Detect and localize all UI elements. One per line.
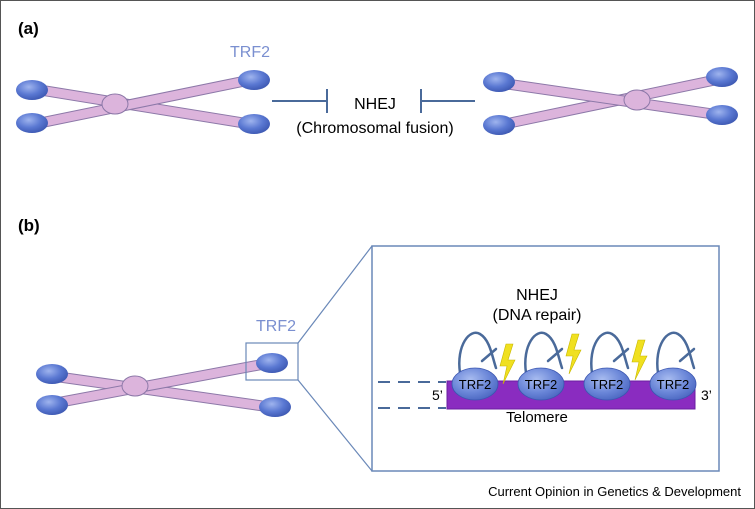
telomere-cap <box>483 115 515 135</box>
nhej-sublabel-a: (Chromosomal fusion) <box>296 120 453 137</box>
lightning-bolts <box>499 333 648 385</box>
zoom-connector-bottom <box>297 379 373 472</box>
telomere-cap <box>36 364 68 384</box>
inhibition-arrow-left <box>272 89 328 113</box>
telomere-cap <box>16 113 48 133</box>
panel-b-label: (b) <box>18 216 40 235</box>
telomere-cap <box>36 395 68 415</box>
dna-loops <box>458 331 696 375</box>
three-prime-end-label: 3’ <box>701 387 712 403</box>
dna-continuation-dashes <box>378 381 446 409</box>
telomere-cap <box>259 397 291 417</box>
trf2-proteins: TRF2 TRF2 TRF2 TRF2 <box>451 367 697 401</box>
nhej-label-b: NHEJ <box>516 287 558 304</box>
telomere-cap <box>483 72 515 92</box>
trf2-protein-label: TRF2 <box>525 377 558 392</box>
chromosome-right-a <box>483 67 738 135</box>
five-prime-end-label: 5’ <box>432 387 443 403</box>
trf2-protein-label: TRF2 <box>591 377 624 392</box>
trf2-protein-label: TRF2 <box>657 377 690 392</box>
trf2-protein <box>451 367 499 401</box>
lightning-icon <box>565 333 582 375</box>
trf2-protein-label: TRF2 <box>459 377 492 392</box>
trf2-protein <box>583 367 631 401</box>
telomere-cap <box>256 353 288 373</box>
protein-label-a: TRF2 <box>230 44 270 61</box>
chromosome-b <box>36 353 291 417</box>
zoom-inset-box <box>371 245 720 472</box>
telomere-cap <box>238 70 270 90</box>
journal-credit: Current Opinion in Genetics & Developmen… <box>488 484 741 499</box>
zoom-selection-box <box>245 342 299 381</box>
lightning-icon <box>631 339 648 381</box>
trf2-protein <box>649 367 697 401</box>
panel-a-label: (a) <box>18 19 39 38</box>
telomere-label: Telomere <box>506 409 568 426</box>
telomere-cap <box>706 67 738 87</box>
nhej-sublabel-b: (DNA repair) <box>493 307 582 324</box>
chromosome-left-a <box>16 70 270 134</box>
lightning-icon <box>499 343 516 385</box>
nhej-label-a: NHEJ <box>354 96 396 113</box>
inhibition-arrow-right <box>420 89 475 113</box>
zoom-connector-top <box>297 245 373 344</box>
protein-label-b: TRF2 <box>256 318 296 335</box>
telomere-cap <box>238 114 270 134</box>
telomere-cap <box>16 80 48 100</box>
telomere-cap <box>706 105 738 125</box>
trf2-protein <box>517 367 565 401</box>
